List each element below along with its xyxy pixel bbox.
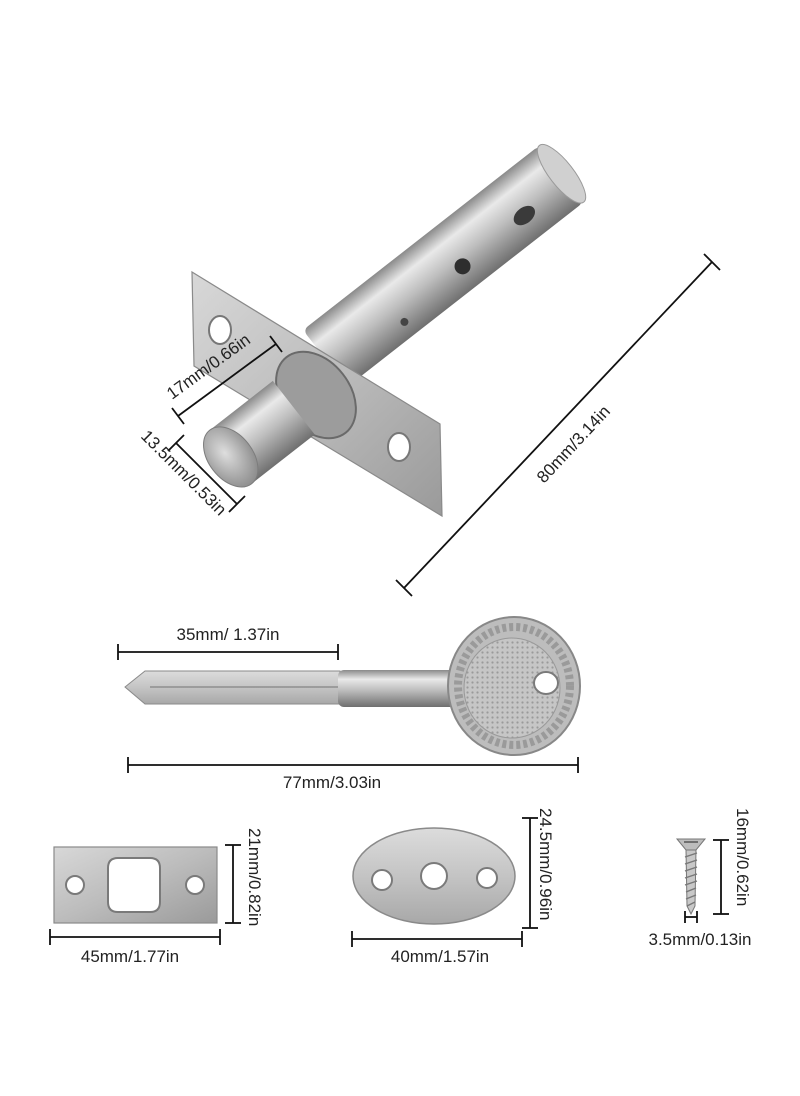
screw-length-label: 16mm/0.62in [733,808,752,906]
screw-diameter-dimension: 3.5mm/0.13in [649,911,752,949]
key-length-dimension: 77mm/3.03in [127,757,579,792]
cover-plate-illustration [352,827,516,925]
strike-plate-height-dimension: 21mm/0.82in [225,828,264,926]
key-shaft-label: 35mm/ 1.37in [177,625,280,644]
bolt-length-label: 80mm/3.14in [533,402,614,487]
strike-plate-width-dimension: 45mm/1.77in [49,929,221,966]
screw-diameter-label: 3.5mm/0.13in [649,930,752,949]
key-length-label: 77mm/3.03in [283,773,381,792]
key-illustration [124,616,581,756]
strike-plate-illustration [53,846,218,924]
cover-plate-width-dimension: 40mm/1.57in [351,931,523,966]
screw-illustration [675,838,707,916]
cover-plate-width-label: 40mm/1.57in [391,947,489,966]
cover-plate-height-label: 24.5mm/0.96in [536,808,555,920]
cover-plate-height-dimension: 24.5mm/0.96in [522,808,555,929]
key-shaft-dimension: 35mm/ 1.37in [117,625,339,660]
door-bolt-illustration [191,143,587,518]
strike-plate-width-label: 45mm/1.77in [81,947,179,966]
strike-plate-height-label: 21mm/0.82in [245,828,264,926]
screw-length-dimension: 16mm/0.62in [713,808,752,915]
